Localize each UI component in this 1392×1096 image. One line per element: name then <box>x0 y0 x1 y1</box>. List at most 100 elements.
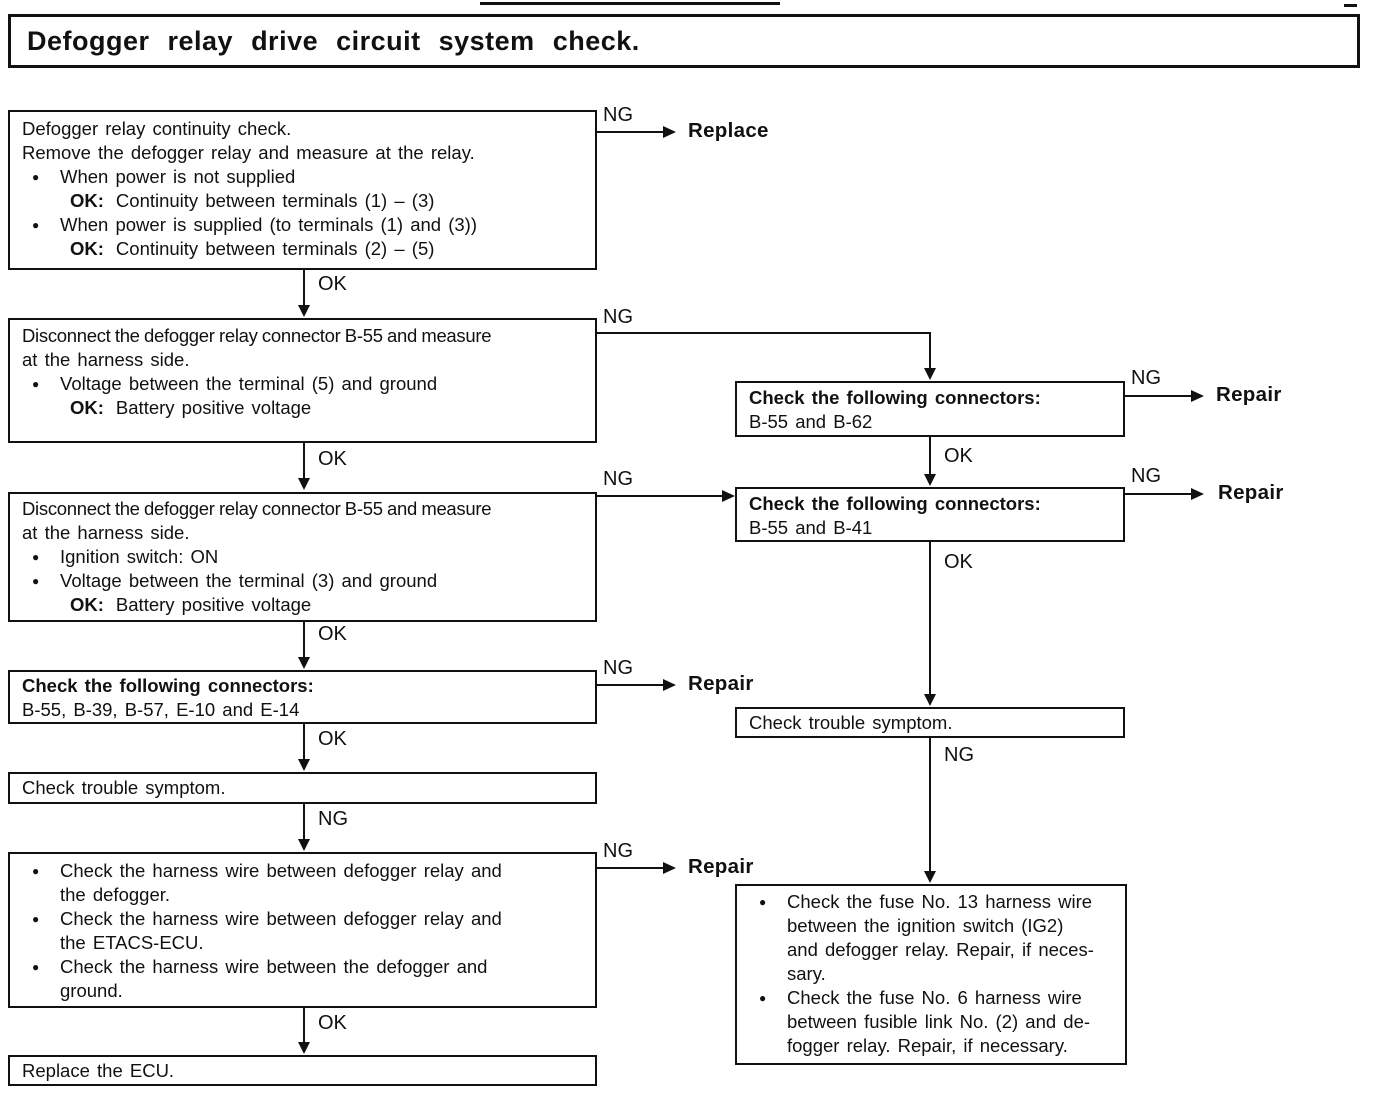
line-text: Battery positive voltage <box>115 594 312 615</box>
ok-label: OK <box>944 551 973 573</box>
scan-artifact-line <box>480 2 780 5</box>
arrowhead-down <box>298 478 310 490</box>
text-line: Check trouble symptom. <box>749 711 1111 735</box>
ok-label: OK <box>944 445 973 467</box>
arrowhead-right <box>663 679 676 691</box>
line-text: Battery positive voltage <box>115 397 312 418</box>
line-text: B-55 and B-41 <box>749 517 873 538</box>
line-text: Check the harness wire between the defog… <box>60 956 488 1001</box>
bullet-icon: ● <box>759 895 767 909</box>
line-text: B-55, B-39, B-57, E-10 and E-14 <box>22 699 300 720</box>
text-line: OK: Battery positive voltage <box>22 593 583 617</box>
bullet-line: ● Check the harness wire between defogger… <box>22 907 583 955</box>
ng-label: NG <box>1131 367 1161 389</box>
line-text: Check the fuse No. 13 harness wire betwe… <box>787 891 1094 984</box>
arrowhead-down <box>298 657 310 669</box>
line-text: Defogger relay continuity check. <box>22 118 292 139</box>
text-line: B-55, B-39, B-57, E-10 and E-14 <box>22 698 583 722</box>
ng-label: NG <box>603 104 633 126</box>
arrowhead-down <box>298 839 310 851</box>
line-text: Check the following connectors: <box>749 387 1041 408</box>
text-line: OK: Battery positive voltage <box>22 396 583 420</box>
text-line: Replace the ECU. <box>22 1059 583 1083</box>
arrowhead-right <box>1191 390 1204 402</box>
line-text: Ignition switch: ON <box>60 546 219 567</box>
ng-label: NG <box>603 840 633 862</box>
line-text: Check the following connectors: <box>749 493 1041 514</box>
step-connectors-b55-b62-box: Check the following connectors:B-55 and … <box>735 381 1125 437</box>
text-line: Check the following connectors: <box>749 492 1111 516</box>
line-text: Continuity between terminals (1) – (3) <box>115 190 435 211</box>
step-replace-ecu-box: Replace the ECU. <box>8 1055 597 1086</box>
ng-label: NG <box>603 306 633 328</box>
bullet-line: ●Check the harness wire between defogger… <box>22 859 583 907</box>
text-line: OK: Continuity between terminals (1) – (3… <box>22 189 583 213</box>
step-check-trouble-symptom-right-box: Check trouble symptom. <box>735 707 1125 738</box>
bullet-line: ●Voltage between the terminal (5) and gr… <box>22 372 583 396</box>
ok-label: OK <box>318 1012 347 1034</box>
bullet-line: ●Check the fuse No. 6 harness wire betwe… <box>749 986 1113 1058</box>
connector-box6-box7 <box>303 1008 305 1044</box>
text-line: Check trouble symptom. <box>22 776 583 800</box>
line-text: Check trouble symptom. <box>22 777 226 798</box>
bullet-icon: ● <box>32 377 40 391</box>
connector-box5-box6 <box>303 804 305 841</box>
connector-box3-box4 <box>303 620 305 659</box>
line-text: Check the following connectors: <box>22 675 314 696</box>
arrowhead-down <box>924 871 936 883</box>
bullet-icon: ● <box>32 550 40 564</box>
text-line: OK:Continuity between terminals (2) – (5… <box>22 237 583 261</box>
line-text: at the harness side. <box>22 349 190 370</box>
line-text: Remove the defogger relay and measure at… <box>22 142 475 163</box>
ok-label: OK <box>318 623 347 645</box>
connector-box4-repair <box>597 684 663 686</box>
ok-prefix: OK: <box>70 190 104 211</box>
bullet-line: ● When power is supplied (to terminals (1… <box>22 213 583 237</box>
step-check-trouble-symptom-left-box: Check trouble symptom. <box>8 772 597 804</box>
line-text: Check trouble symptom. <box>749 712 953 733</box>
repair-label: Repair <box>1218 481 1284 504</box>
scan-artifact-dash <box>1344 4 1357 7</box>
replace-label: Replace <box>688 119 769 142</box>
connector-boxA-boxB <box>929 437 931 476</box>
ng-label: NG <box>318 808 348 830</box>
bullet-icon: ● <box>32 912 40 926</box>
ng-label: NG <box>944 744 974 766</box>
text-line: Check the following connectors: <box>22 674 583 698</box>
arrowhead-down <box>924 694 936 706</box>
line-text: Voltage between the terminal (3) and gro… <box>60 570 438 591</box>
line-text: When power is supplied (to terminals (1)… <box>60 214 477 235</box>
ok-prefix: OK: <box>70 397 104 418</box>
line-text: Continuity between terminals (2) – (5) <box>115 238 435 259</box>
line-text: Replace the ECU. <box>22 1060 175 1081</box>
arrowhead-right <box>722 490 735 502</box>
arrowhead-right <box>1191 488 1204 500</box>
repair-label: Repair <box>1216 383 1282 406</box>
repair-label: Repair <box>688 672 754 695</box>
bullet-line: ●Check the harness wire between the defo… <box>22 955 583 1003</box>
bullet-icon: ● <box>32 864 40 878</box>
connector-box1-box2 <box>303 270 305 307</box>
arrowhead-down <box>924 368 936 380</box>
line-text: When power is not supplied <box>60 166 296 187</box>
bullet-icon: ● <box>32 574 40 588</box>
ok-label: OK <box>318 273 347 295</box>
step-harness-voltage-terminal5-box: Disconnect the defogger relay connector … <box>8 318 597 443</box>
text-line: Defogger relay continuity check. <box>22 117 583 141</box>
connector-box4-box5 <box>303 723 305 761</box>
text-line: at the harness side. <box>22 521 583 545</box>
arrowhead-down <box>298 305 310 317</box>
text-line: Disconnect the defogger relay connector … <box>22 497 583 521</box>
ok-prefix: OK: <box>70 594 104 615</box>
bullet-icon: ● <box>759 991 767 1005</box>
bullet-icon: ● <box>32 218 40 232</box>
arrowhead-down <box>298 759 310 771</box>
line-text: Check the harness wire between defogger … <box>60 908 502 953</box>
bullet-line: ● Check the fuse No. 13 harness wire betw… <box>749 890 1113 986</box>
line-text: at the harness side. <box>22 522 190 543</box>
ok-label: OK <box>318 448 347 470</box>
bullet-line: ● Ignition switch: ON <box>22 545 583 569</box>
text-line: at the harness side. <box>22 348 583 372</box>
connector-boxC-boxD <box>929 738 931 873</box>
